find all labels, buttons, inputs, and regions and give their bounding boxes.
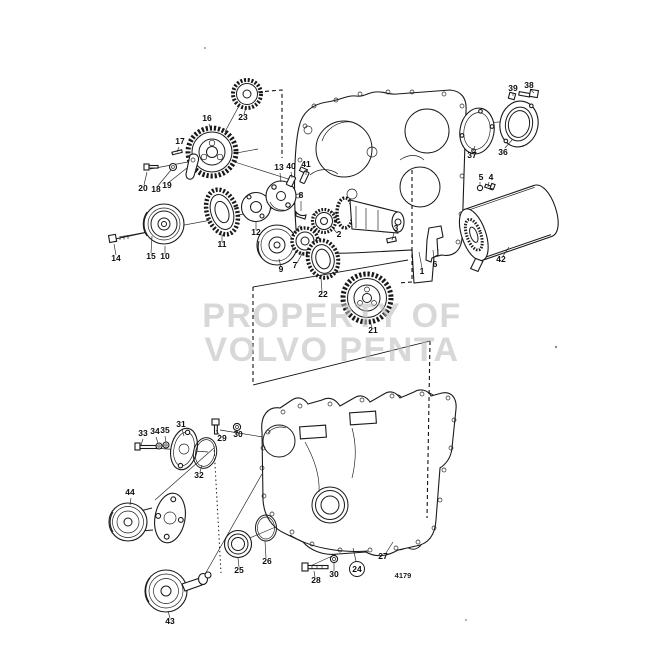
key-3 (386, 236, 397, 244)
watermark-line2: VOLVO PENTA (204, 331, 459, 369)
part-label-11: 11 (218, 239, 227, 249)
part-label-9: 9 (279, 264, 284, 274)
part-label-4: 4 (489, 172, 494, 182)
part-label-12: 12 (251, 227, 261, 237)
part-label-7: 7 (293, 260, 298, 270)
watermark-line1: PROPERTY OF (202, 297, 462, 335)
plate-13 (265, 180, 297, 212)
part-label-1: 1 (420, 266, 425, 276)
part-label-25: 25 (234, 565, 244, 575)
part-label-18: 18 (151, 184, 161, 194)
ring-gear-11 (203, 187, 241, 237)
water-pump-44 (108, 492, 186, 544)
part-labels: 1 2 3 4 5 6 7 8 9 10 11 12 13 14 15 16 1… (111, 80, 534, 626)
bolt-33-washers-34-35 (134, 441, 170, 451)
part-label-16: 16 (202, 113, 212, 123)
part-label-8: 8 (299, 190, 304, 200)
part-label-6: 6 (433, 259, 438, 269)
part-label-42: 42 (496, 254, 506, 264)
part-label-10: 10 (160, 251, 170, 261)
part-label-24-circled: 24 (349, 561, 365, 577)
key-17 (171, 149, 183, 156)
part-label-29: 29 (217, 433, 227, 443)
gasket-37 (459, 107, 495, 155)
hub-10 (142, 203, 185, 245)
part-label-3: 3 (394, 223, 399, 233)
part-label-31: 31 (176, 419, 186, 429)
part-label-19: 19 (162, 180, 172, 190)
crankshaft-nose (335, 196, 405, 234)
paper-specks (204, 47, 558, 621)
gear-23 (231, 78, 263, 110)
part-label-33: 33 (138, 428, 148, 438)
part-label-39: 39 (508, 83, 518, 93)
part-label-27: 27 (378, 551, 388, 561)
part-label-32: 32 (194, 470, 204, 480)
part-label-15: 15 (146, 251, 156, 261)
key-8 (295, 210, 307, 220)
label-leader-lines (113, 89, 535, 619)
seal-housing-36 (499, 100, 539, 148)
part-label-28: 28 (311, 575, 321, 585)
fasteners-5-4 (476, 182, 496, 192)
bolt-28-nut-30 (301, 554, 339, 572)
part-label-30a: 30 (233, 429, 243, 439)
bolt-14 (107, 231, 149, 244)
part-label-30b: 30 (329, 569, 339, 579)
part-label-43: 43 (165, 616, 175, 626)
part-label-38: 38 (524, 80, 534, 90)
pulley-9 (256, 224, 298, 266)
part-label-13: 13 (274, 162, 284, 172)
o-ring-26 (255, 514, 277, 542)
part-label-44: 44 (125, 487, 135, 497)
cylinder-42 (458, 184, 559, 273)
bolt-20-washer-18-fork-19 (143, 153, 200, 180)
gear-16 (185, 125, 239, 179)
part-label-14: 14 (111, 253, 121, 263)
part-label-20: 20 (138, 183, 148, 193)
part-label-21: 21 (368, 325, 378, 335)
seal-25 (223, 529, 253, 559)
part-label-22: 22 (318, 289, 328, 299)
part-label-37: 37 (467, 150, 477, 160)
part-label-34: 34 (150, 426, 160, 436)
gear-2 (310, 207, 338, 235)
water-pump-43 (144, 569, 212, 613)
construction-lines (213, 89, 431, 574)
part-label-23: 23 (238, 112, 248, 122)
part-label-36: 36 (498, 147, 508, 157)
part-label-5: 5 (479, 172, 484, 182)
svg-text:24: 24 (352, 564, 362, 574)
timing-case (294, 89, 467, 284)
part-label-2: 2 (337, 229, 342, 239)
part-label-40: 40 (286, 161, 296, 171)
bolts-40-41 (285, 166, 310, 188)
cover-plate-31 (170, 427, 198, 471)
part-label-26: 26 (262, 556, 272, 566)
part-label-17: 17 (175, 136, 185, 146)
ring-gear-22 (305, 238, 341, 280)
timing-cover-24 (259, 389, 457, 557)
drawing-number: 4179 (395, 571, 412, 580)
fasteners-39-38 (507, 88, 540, 101)
bracket-6 (425, 225, 444, 263)
part-label-41: 41 (301, 159, 311, 169)
watermark: PROPERTY OF VOLVO PENTA (202, 297, 462, 369)
part-label-35: 35 (160, 425, 170, 435)
cover-bolt-holes (259, 391, 457, 553)
gear-21 (340, 271, 394, 325)
